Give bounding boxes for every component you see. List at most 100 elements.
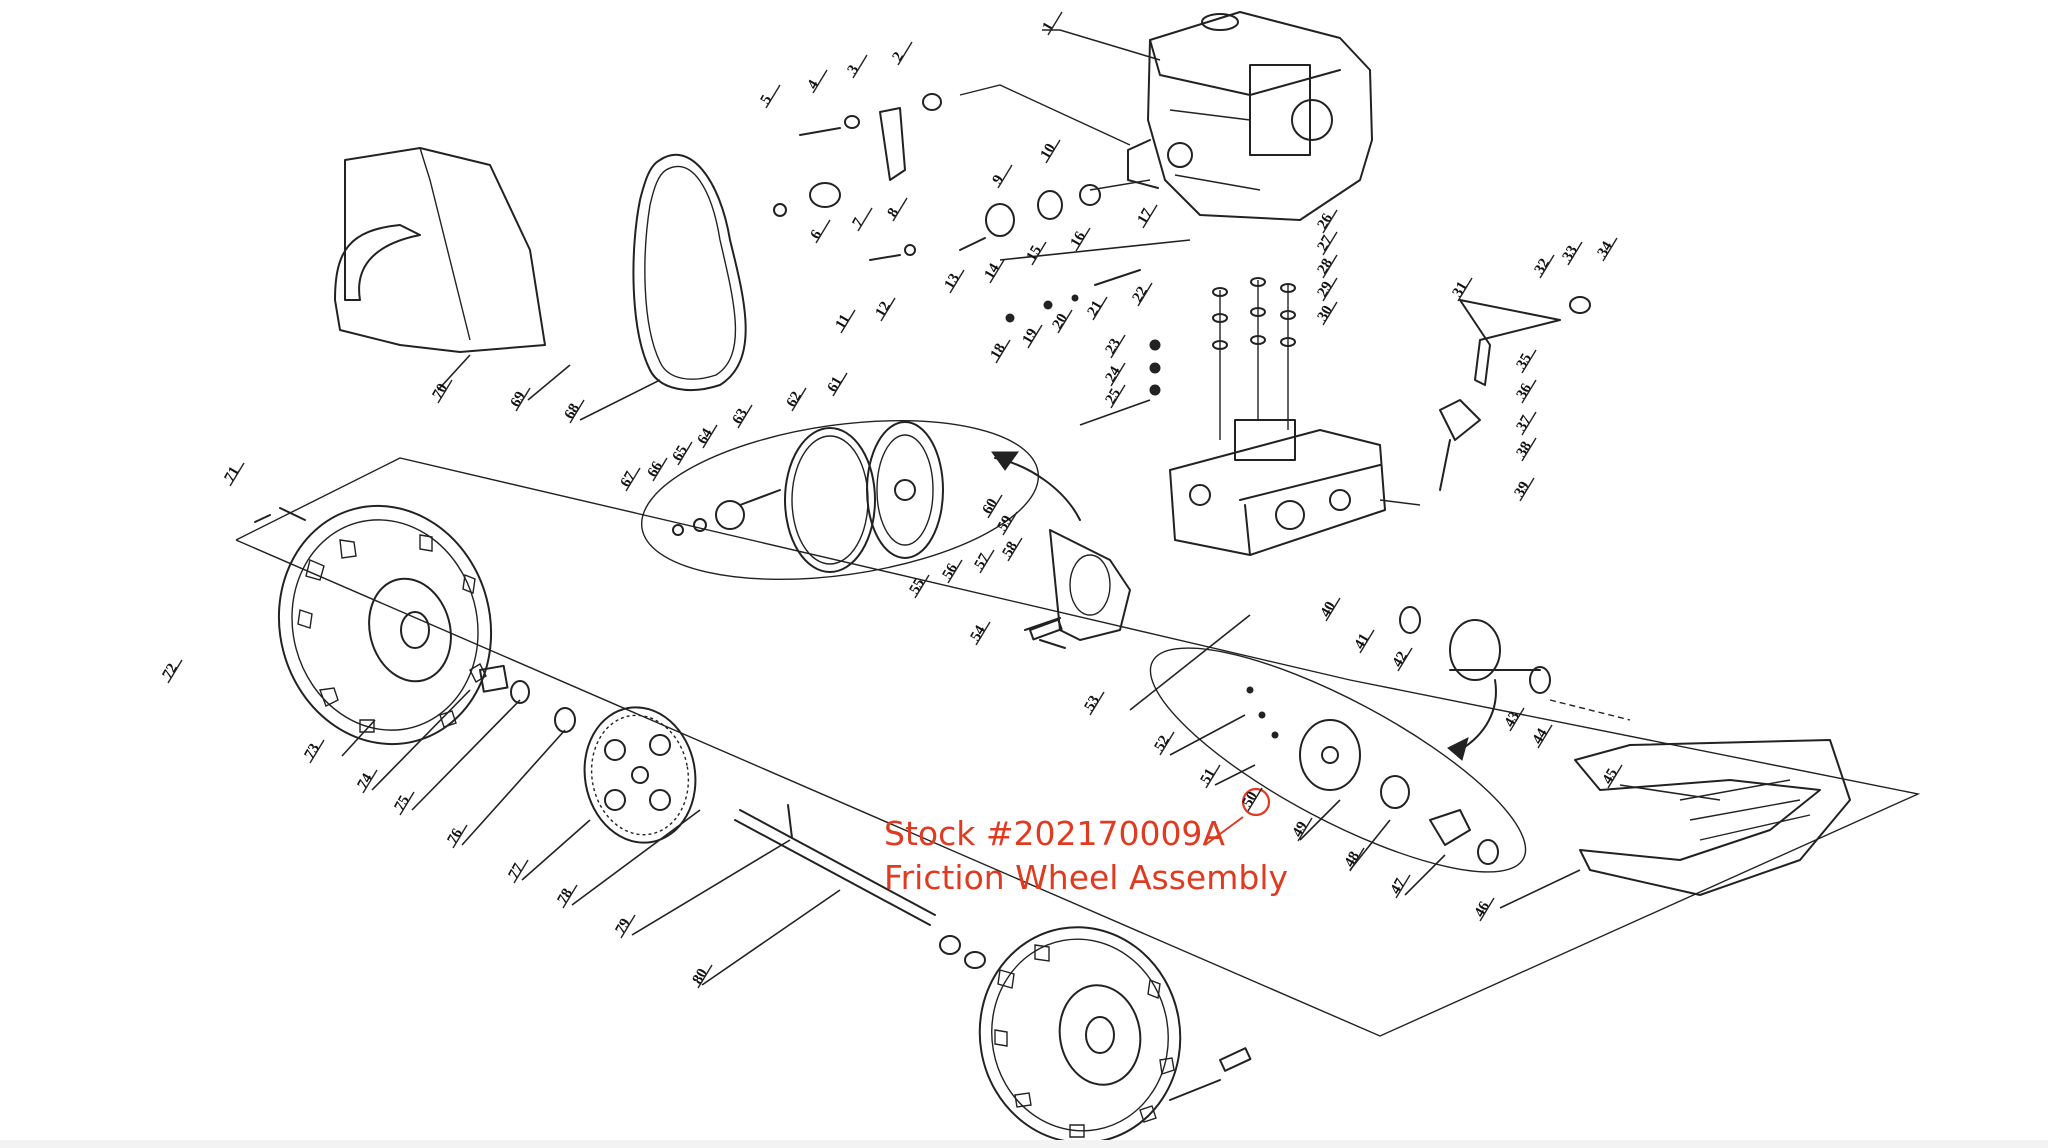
part-label-underline-19	[1027, 324, 1043, 349]
part-label-underline-10	[1045, 139, 1061, 164]
part-label-underline-64	[702, 424, 718, 449]
part-label-70: 70	[430, 381, 451, 402]
part-label-underline-39	[1519, 477, 1535, 502]
part-label-underline-36	[1521, 379, 1537, 404]
part-label-59: 59	[995, 513, 1016, 534]
part-label-6: 6	[808, 227, 826, 242]
part-label-43: 43	[1502, 709, 1523, 730]
part-label-underline-32	[1539, 254, 1555, 279]
part-label-underline-68	[569, 399, 585, 424]
arrows	[991, 451, 1497, 761]
part-label-underline-20	[1057, 309, 1073, 334]
part-label-underline-45	[1607, 764, 1623, 789]
part-label-9: 9	[990, 173, 1008, 187]
part-label-underline-60	[987, 494, 1003, 519]
part-label-79: 79	[613, 916, 634, 937]
part-label-underline-67	[625, 467, 641, 492]
part-label-underline-14	[989, 259, 1005, 284]
part-label-underline-62	[791, 387, 807, 412]
part-label-underline-26	[1322, 209, 1338, 234]
part-label-50: 50	[1240, 789, 1261, 810]
part-label-underline-77	[513, 859, 529, 884]
part-label-60: 60	[980, 496, 1001, 517]
friction-wheel-ellipse	[1149, 647, 1527, 873]
part-label-18: 18	[988, 341, 1009, 362]
part-label-underline-21	[1092, 296, 1108, 321]
part-label-52: 52	[1152, 733, 1173, 754]
part-label-78: 78	[555, 886, 576, 907]
part-label-underline-31	[1457, 277, 1473, 302]
part-label-underline-23	[1110, 334, 1126, 359]
base-assembly-outline	[235, 457, 1921, 1037]
part-label-underline-48	[1349, 847, 1365, 872]
left-wheel	[254, 504, 493, 746]
part-label-underline-75	[399, 791, 415, 816]
part-label-underline-17	[1142, 204, 1158, 229]
part-label-underline-56	[947, 559, 963, 584]
part-label-61: 61	[825, 374, 846, 395]
part-label-underline-66	[652, 457, 668, 482]
part-label-underline-1	[1047, 11, 1063, 36]
drive-belt	[632, 153, 747, 391]
hub-assembly-ellipse	[640, 419, 1040, 581]
part-label-7: 7	[850, 215, 868, 230]
part-label-underline-80	[697, 964, 713, 989]
part-label-71: 71	[222, 464, 243, 485]
part-label-underline-69	[515, 387, 531, 412]
upper-hardware	[773, 84, 1161, 396]
part-label-40: 40	[1318, 599, 1339, 620]
part-label-38: 38	[1514, 439, 1535, 460]
part-label-8: 8	[885, 206, 903, 220]
part-label-19: 19	[1020, 326, 1041, 347]
part-label-51: 51	[1198, 766, 1219, 787]
callout-pointer	[1204, 816, 1244, 846]
gear-cover	[1024, 529, 1131, 649]
part-label-55: 55	[907, 576, 928, 597]
part-label-69: 69	[508, 389, 529, 410]
part-label-underline-59	[1002, 511, 1018, 536]
part-label-underline-25	[1110, 384, 1126, 409]
part-label-underline-28	[1322, 254, 1338, 279]
gearbox-housing	[1169, 419, 1386, 556]
part-label-4: 4	[805, 77, 823, 92]
part-label-underline-6	[815, 219, 831, 244]
part-label-10: 10	[1038, 141, 1059, 162]
part-label-73: 73	[302, 741, 323, 762]
part-label-30: 30	[1315, 303, 1336, 324]
part-label-underline-51	[1205, 764, 1221, 789]
callout-marker	[1204, 787, 1271, 846]
part-label-underline-49	[1297, 817, 1313, 842]
drive-gear	[478, 664, 697, 844]
part-label-underline-35	[1521, 349, 1537, 374]
part-label-28: 28	[1315, 256, 1336, 277]
part-label-underline-52	[1159, 731, 1175, 756]
part-label-underline-46	[1479, 897, 1495, 922]
callout-circle	[1241, 787, 1271, 817]
part-label-72: 72	[160, 661, 181, 682]
part-label-23: 23	[1103, 336, 1124, 357]
part-label-underline-4	[812, 69, 828, 94]
hub-parts	[672, 421, 944, 573]
part-label-42: 42	[1390, 649, 1411, 670]
part-label-underline-71	[229, 462, 245, 487]
hardware-columns	[1212, 277, 1296, 440]
part-label-5: 5	[758, 93, 776, 107]
part-label-underline-73	[309, 739, 325, 764]
part-label-29: 29	[1315, 279, 1336, 300]
part-label-underline-63	[737, 404, 753, 429]
part-label-underline-79	[620, 914, 636, 939]
shaft-gears	[1399, 606, 1631, 721]
part-label-48: 48	[1342, 849, 1363, 870]
part-label-underline-9	[997, 164, 1013, 189]
part-label-underline-40	[1325, 597, 1341, 622]
part-label-1: 1	[1040, 20, 1058, 34]
part-label-underline-76	[452, 824, 468, 849]
skid-plate	[1574, 739, 1851, 896]
part-label-underline-70	[437, 379, 453, 404]
part-label-45: 45	[1600, 766, 1621, 787]
shift-linkage	[1439, 296, 1591, 491]
part-label-62: 62	[784, 389, 805, 410]
part-label-31: 31	[1450, 279, 1471, 300]
